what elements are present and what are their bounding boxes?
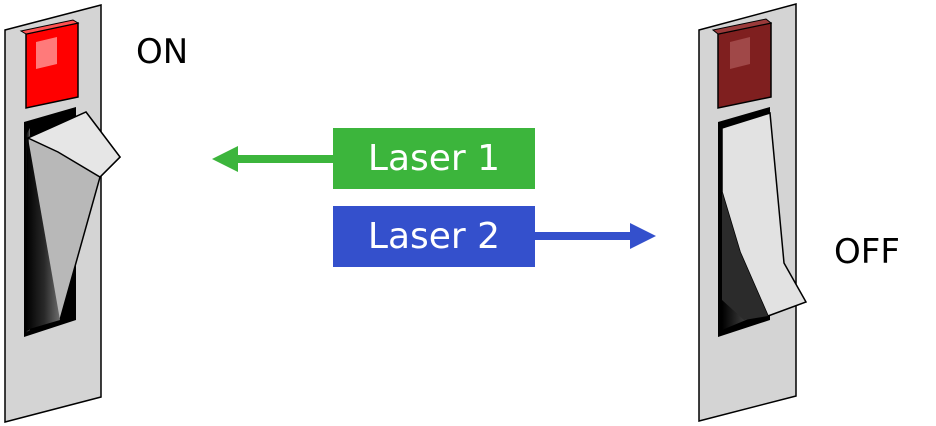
switch-off-indicator-light bbox=[711, 18, 773, 109]
switch-on bbox=[4, 4, 121, 423]
switch-on-indicator-light bbox=[19, 19, 80, 109]
switch-off bbox=[698, 3, 808, 422]
laser-2-box: Laser 2 bbox=[333, 206, 535, 267]
laser-1-box: Laser 1 bbox=[333, 128, 535, 189]
laser-1-label: Laser 1 bbox=[367, 137, 501, 179]
switch-on-rocker bbox=[24, 107, 121, 337]
switch-on-label: ON bbox=[136, 32, 189, 72]
switch-off-rocker bbox=[718, 107, 808, 337]
laser-1-arrow bbox=[212, 146, 334, 172]
laser-2-arrow bbox=[534, 223, 656, 249]
switch-off-label: OFF bbox=[834, 232, 900, 272]
laser-2-label: Laser 2 bbox=[367, 215, 501, 257]
